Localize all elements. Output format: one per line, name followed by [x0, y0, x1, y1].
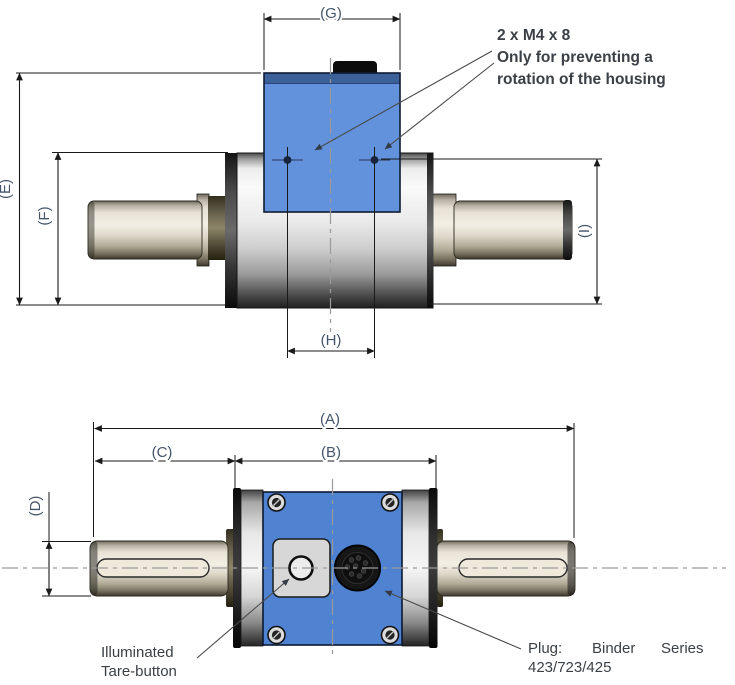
m4-screws	[272, 147, 390, 358]
dim-label-H: (H)	[321, 332, 342, 349]
annotation-line3: rotation of the housing	[497, 71, 666, 88]
panel-screw-tr	[380, 493, 400, 512]
dim-I	[381, 158, 602, 305]
right-shaft-collar	[432, 193, 457, 267]
dim-label-D: (D)	[27, 496, 44, 517]
sensor-body-front	[87, 61, 573, 309]
dim-label-F: (F)	[36, 206, 53, 225]
tare-label-line1: Illuminated	[101, 644, 174, 661]
dim-G	[263, 13, 401, 70]
dim-F	[52, 152, 228, 306]
plug-label-word1: Plug:	[528, 640, 562, 657]
plug-label: Plug: Binder Series 423/723/425	[528, 640, 704, 676]
plug-label-line2: 423/723/425	[528, 659, 611, 676]
tare-label-line2: Tare-button	[101, 663, 177, 680]
dim-B	[234, 455, 437, 489]
right-shaft	[453, 200, 573, 260]
screw-annotation: 2 x M4 x 8 Only for preventing a rotatio…	[497, 27, 666, 88]
right-screw-icon	[370, 156, 379, 164]
housing-box-outline	[263, 72, 401, 213]
bottom-view: (A) (C) (B) (D) Illuminated Tare-button …	[2, 409, 726, 680]
dim-D	[42, 492, 91, 597]
dim-label-C: (C)	[152, 444, 173, 461]
dim-label-B: (B)	[321, 444, 341, 461]
tare-label: Illuminated Tare-button	[101, 644, 177, 680]
right-shaft-endcap-side	[567, 541, 575, 596]
right-shaft-end-ring	[563, 200, 572, 260]
left-shaft-endcap	[88, 201, 95, 259]
annotation-line2: Only for preventing a	[497, 49, 653, 66]
left-screw-icon	[283, 156, 292, 164]
plug-label-word3: Series	[661, 640, 704, 657]
dim-label-E: (E)	[0, 179, 14, 199]
panel-screw-br	[380, 625, 400, 645]
housing-box-top-strip	[264, 73, 400, 83]
dim-E	[16, 72, 261, 306]
annotation-line1: 2 x M4 x 8	[497, 27, 571, 44]
annotation-leaders	[314, 50, 495, 151]
plug-label-word2: Binder	[592, 640, 635, 657]
bottom-leaders	[196, 578, 522, 659]
left-shaft	[87, 200, 203, 260]
dim-A	[93, 422, 575, 538]
drum-right-ring	[427, 153, 434, 308]
dim-label-A: (A)	[320, 411, 340, 428]
panel-screw-tl	[267, 493, 286, 512]
dim-label-I: (I)	[576, 224, 593, 238]
panel-screw-bl	[267, 625, 286, 645]
drum-left-ring	[225, 153, 237, 308]
left-shaft-shoulder	[208, 196, 227, 260]
connector-plug	[334, 544, 381, 592]
housing-box	[264, 73, 400, 212]
top-view: (G) (E) (F) (I) (H) 2 x M4 x 8 Only for …	[0, 3, 666, 358]
dim-label-G: (G)	[320, 5, 342, 22]
